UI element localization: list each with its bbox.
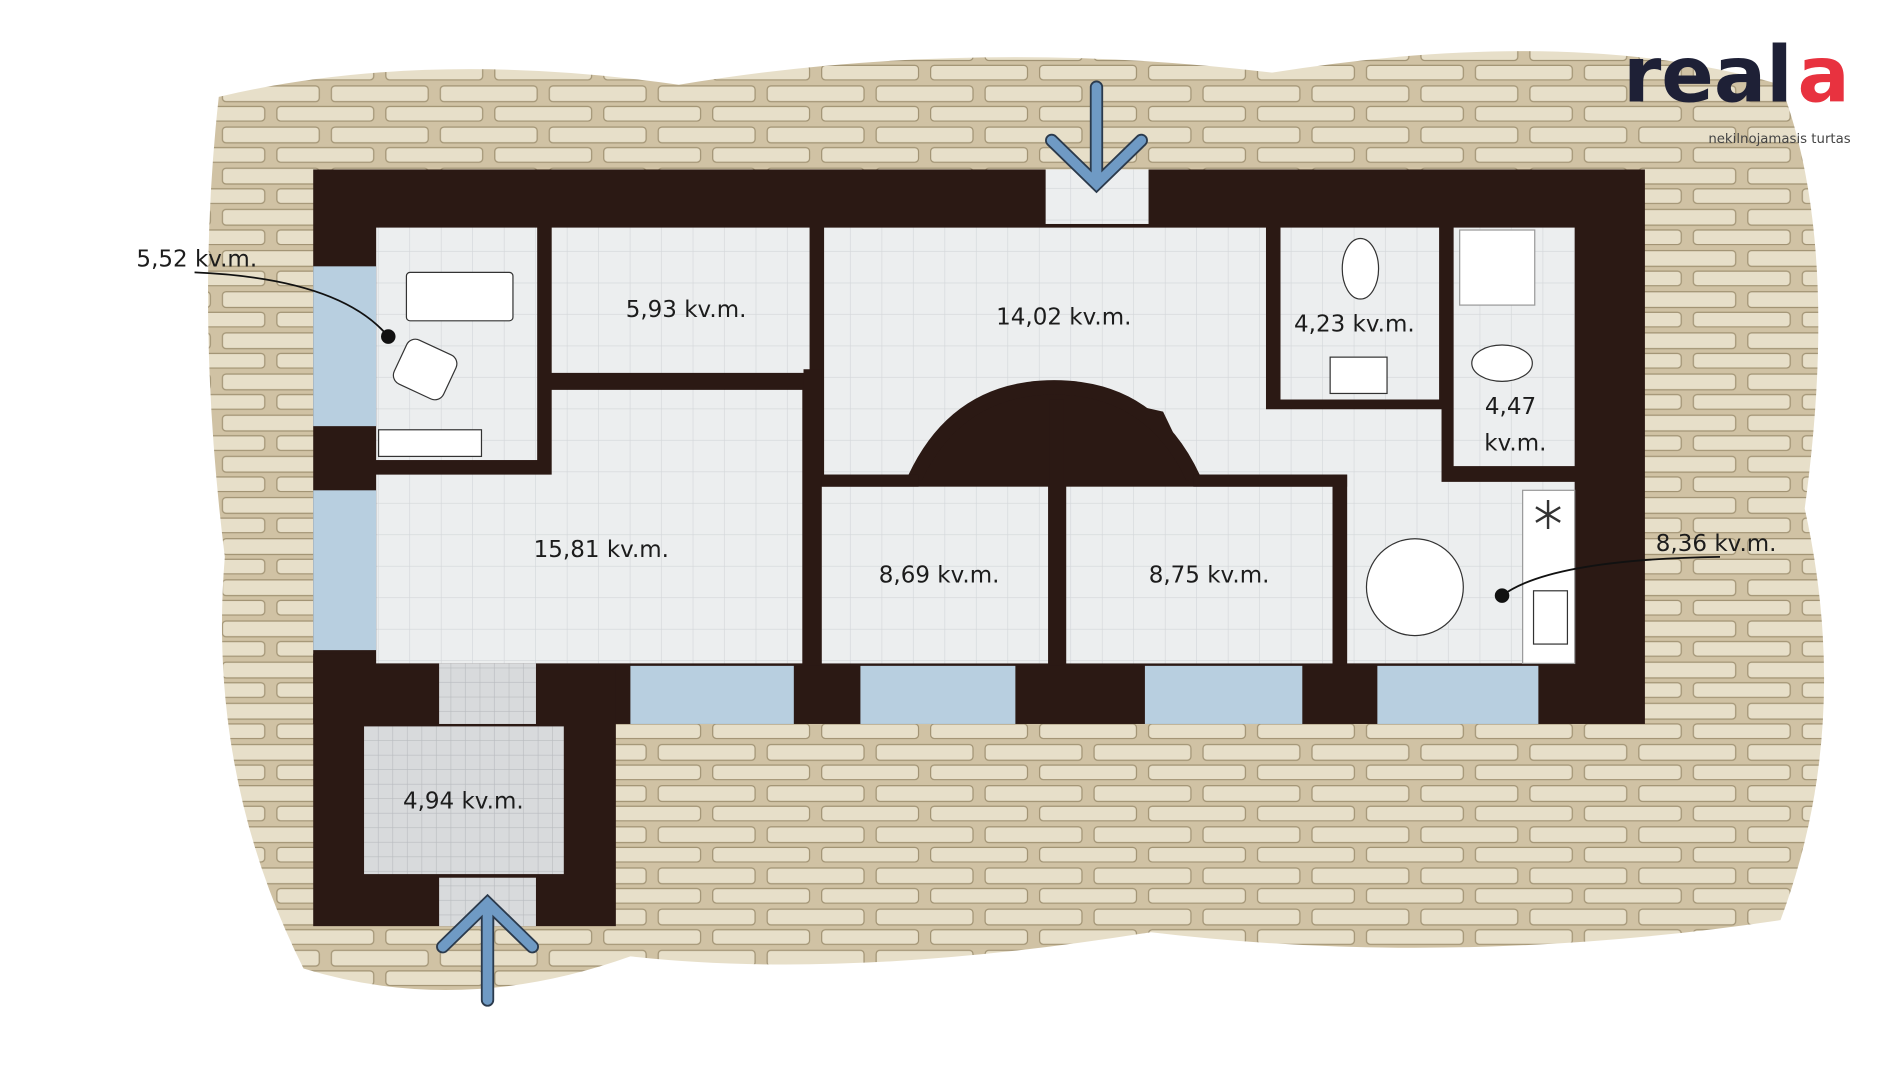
area-label-bathroom: 4,47 — [1485, 394, 1536, 420]
area-label-wc: 4,23 kv.m. — [1294, 312, 1415, 338]
stove-icon — [1532, 590, 1569, 645]
area-label-office: 5,52 kv.m. — [136, 246, 257, 272]
vestibule-door-top — [439, 663, 536, 724]
room-vestibule — [364, 726, 564, 875]
partition-wall — [821, 474, 919, 487]
toilet-icon — [1341, 237, 1380, 300]
leader-dot — [380, 329, 396, 344]
logo-accent-text: a — [1797, 31, 1849, 121]
room-closet — [551, 227, 810, 373]
toilet-icon — [1471, 344, 1533, 382]
logo-main-text: real — [1623, 31, 1793, 121]
room-bedroom-2 — [1066, 486, 1333, 664]
dining-table-icon — [1365, 538, 1464, 637]
sink-icon — [1329, 356, 1388, 395]
desk-icon — [405, 271, 514, 322]
area-label-bathroom-unit: kv.m. — [1484, 430, 1546, 456]
area-label-bedroom-1: 8,69 kv.m. — [879, 562, 1000, 588]
reala-logo: real a nekilnojamasis turtas — [1623, 31, 1851, 147]
entrance-arrow-icon — [1045, 80, 1148, 194]
area-label-bedroom-2: 8,75 kv.m. — [1149, 562, 1270, 588]
room-office — [376, 227, 538, 461]
partition-wall — [1332, 474, 1348, 666]
logo-tagline: nekilnojamasis turtas — [1708, 132, 1850, 147]
leader-dot — [1494, 588, 1510, 603]
shower-icon — [1459, 229, 1536, 306]
partition-wall — [1049, 399, 1064, 666]
room-bedroom-1 — [821, 486, 1049, 664]
area-label-living: 15,81 kv.m. — [534, 537, 669, 563]
leader-line — [1501, 555, 1720, 597]
area-label-closet: 5,93 kv.m. — [626, 297, 747, 323]
radiator-icon — [377, 429, 483, 458]
area-label-kitchen: 8,36 kv.m. — [1656, 531, 1777, 557]
area-label-hall: 14,02 kv.m. — [996, 304, 1131, 330]
partition-wall — [1193, 474, 1348, 487]
entrance-arrow-icon — [436, 893, 539, 1007]
windows — [313, 266, 1539, 724]
chair-icon — [392, 338, 458, 401]
leader-line — [194, 271, 389, 338]
partition-wall — [803, 369, 822, 666]
fridge-snowflake-icon — [1535, 499, 1561, 530]
room-living — [376, 389, 803, 664]
arch-wall — [908, 380, 1200, 482]
area-label-vestibule: 4,94 kv.m. — [403, 789, 524, 815]
